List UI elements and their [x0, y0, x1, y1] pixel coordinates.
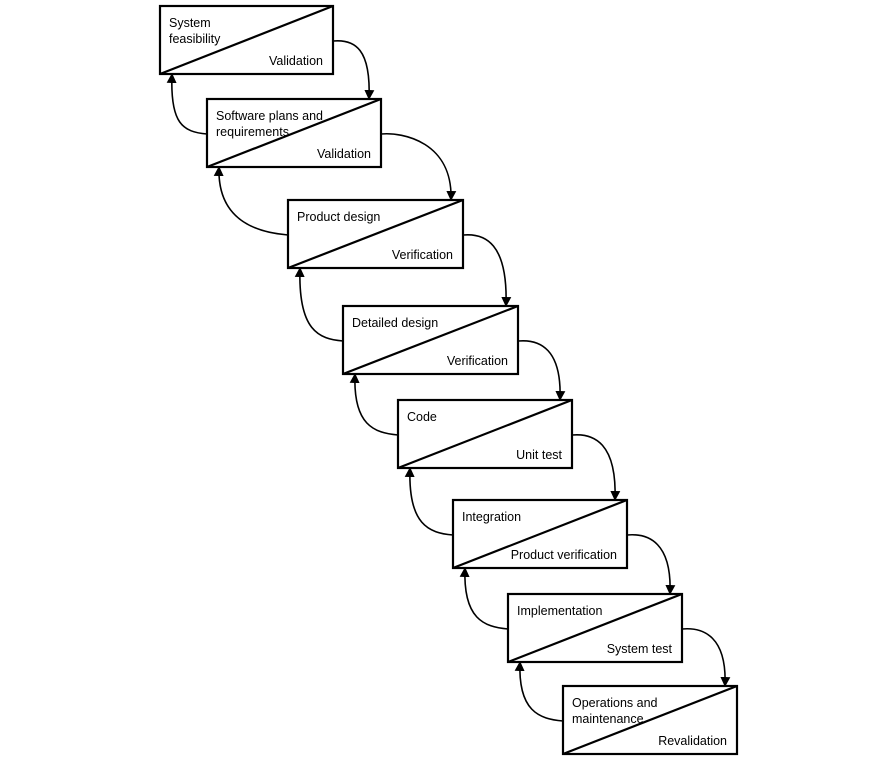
stage-check-label: Verification: [392, 248, 453, 262]
feedback-arrow: [294, 267, 344, 342]
feedback-arrow: [349, 373, 399, 436]
feedback-arrow: [514, 661, 564, 722]
forward-arrow: [380, 132, 457, 201]
stage-check-label: Validation: [317, 147, 371, 161]
stage-divider: [287, 198, 464, 270]
stage-check-label: Revalidation: [658, 734, 727, 748]
stage-title-line: Software plans and: [216, 109, 323, 123]
feedback-arrow: [404, 467, 454, 536]
stage-divider: [206, 97, 382, 169]
forward-arrow: [462, 233, 512, 307]
stage-title-line: requirements: [216, 125, 289, 139]
arrows-layer: [166, 39, 731, 722]
feedback-arrow: [213, 166, 289, 236]
stage-check-label: Verification: [447, 354, 508, 368]
stage-title-line: feasibility: [169, 32, 221, 46]
stage-divider: [507, 592, 683, 664]
forward-arrow: [571, 433, 621, 501]
stage-divider: [159, 4, 334, 76]
forward-arrow: [517, 339, 566, 401]
feedback-arrow: [166, 73, 208, 135]
stage-check-label: Validation: [269, 54, 323, 68]
stage-title-line: Implementation: [517, 604, 603, 618]
stage-title-line: Detailed design: [352, 316, 438, 330]
stage-check-label: Product verification: [511, 548, 617, 562]
forward-arrow: [681, 627, 731, 687]
stage-check-label: System test: [607, 642, 673, 656]
forward-arrow: [332, 39, 375, 100]
stage-divider: [562, 684, 738, 756]
forward-arrow: [626, 533, 676, 595]
stage-title-line: Integration: [462, 510, 521, 524]
stage-title-line: maintenance: [572, 712, 644, 726]
stage-divider: [397, 398, 573, 470]
stage-divider: [452, 498, 628, 570]
stage-check-label: Unit test: [516, 448, 562, 462]
stage-title-line: Code: [407, 410, 437, 424]
stage-title-line: Product design: [297, 210, 380, 224]
stage-title-line: System: [169, 16, 211, 30]
stage-title-line: Operations and: [572, 696, 658, 710]
feedback-arrow: [459, 567, 509, 630]
stage-divider: [342, 304, 519, 376]
